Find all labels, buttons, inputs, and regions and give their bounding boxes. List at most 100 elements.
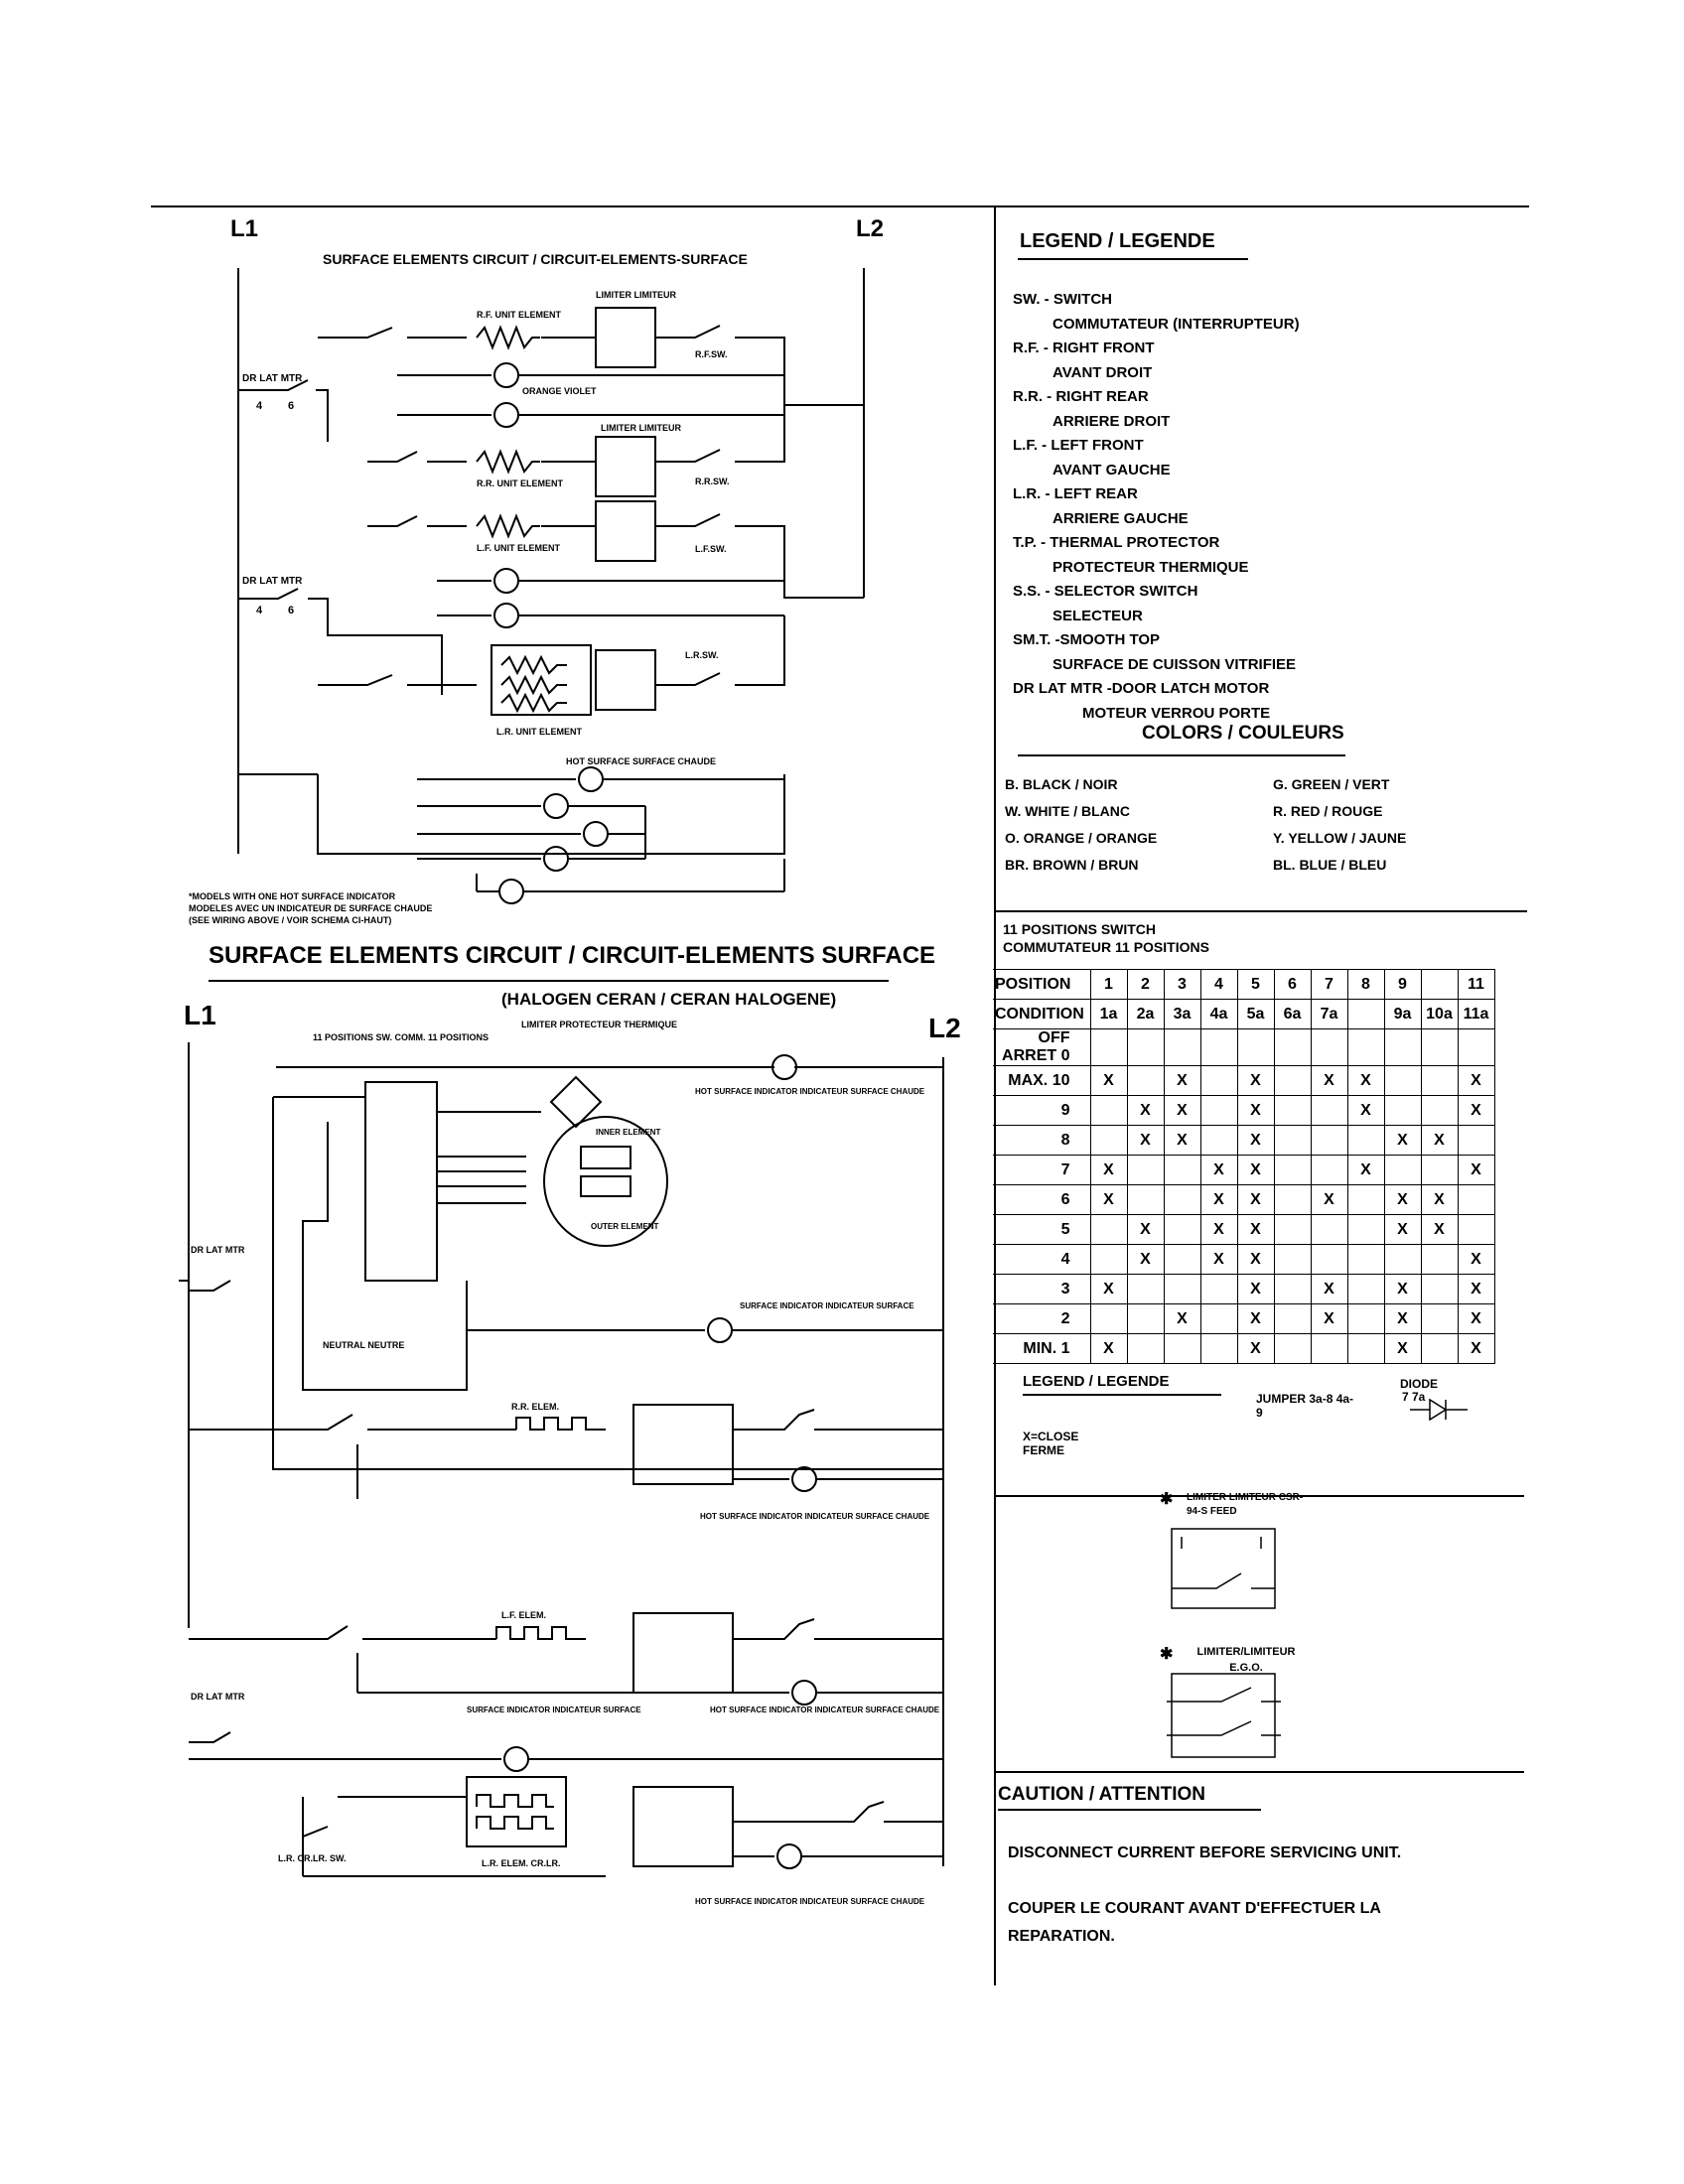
switch-table-cell [1383,1028,1422,1066]
switch-table-cell [1420,1333,1459,1364]
switch-table-cell [1420,969,1459,1000]
switch-table-cell [1126,1184,1165,1215]
switch-table-cell [1163,1184,1201,1215]
switch-table-cell [1310,1095,1348,1126]
switch-table-cell [1273,1214,1312,1245]
switch-table-cell [1310,1028,1348,1066]
switch-table-cell: 3a [1163,999,1201,1029]
switch-table-cell [1420,1274,1459,1304]
switch-table-cell [1457,1125,1495,1156]
hot-surface-label: HOT SURFACE SURFACE CHAUDE [566,756,716,766]
switch-table-cell [1346,1125,1385,1156]
switch-table-cell: X [1163,1095,1201,1126]
neutral-label: NEUTRAL NEUTRE [323,1340,404,1350]
switch-table-cell: X [1236,1065,1275,1096]
limiter-label-2: LIMITER LIMITEUR [601,423,681,433]
switch-table-cell: X [1457,1333,1495,1364]
rr-element-label-b: R.R. ELEM. [511,1402,559,1412]
legend-entry: R.F. - RIGHT FRONT [1013,340,1155,356]
legend-entry: R.R. - RIGHT REAR [1013,388,1149,405]
switch-table-cell [1273,1274,1312,1304]
switch-table-row-label: CONDITION [993,999,1091,1029]
switch-table-cell: X [1236,1095,1275,1126]
switch-table-cell: X [1310,1184,1348,1215]
switch-table-cell: X [1199,1214,1238,1245]
switch-table-cell: 3 [1163,969,1201,1000]
rr-element-label: R.R. UNIT ELEMENT [477,478,564,488]
switch-table-cell [1163,1214,1201,1245]
switch-table-cell: X [1236,1155,1275,1185]
switch-table-cell: X [1420,1214,1459,1245]
switch-table-cell: X [1236,1274,1275,1304]
switch-table-cell: 9 [1383,969,1422,1000]
legend-entry: SW. - SWITCH [1013,291,1112,308]
switch-table-cell: 6 [1273,969,1312,1000]
switch-table-row-label: POSITION [993,969,1091,1000]
switch-table-row-label: MIN. 1 [993,1333,1091,1364]
switch-table-cell: X [1310,1065,1348,1096]
asterisk-icon: ✱ [1160,1646,1174,1663]
switch-table-cell [1310,1244,1348,1275]
switch-table-row-label: MAX. 10 [993,1065,1091,1096]
switch-table-cell: X [1346,1095,1385,1126]
switch-table-cell [1089,1303,1128,1334]
dr-lat-mtr-label-3: DR LAT MTR [191,1245,245,1255]
switch-table-cell: 8 [1346,969,1385,1000]
switch-table-cell: X [1089,1184,1128,1215]
dr-lat-mtr-label-1: DR LAT MTR [242,373,303,384]
switch-table-cell [1199,1028,1238,1066]
switch-table-cell [1273,1184,1312,1215]
outer-element-label: OUTER ELEMENT [591,1222,659,1231]
table-legend-underline [1023,1394,1221,1396]
switch-table-cell: X [1163,1303,1201,1334]
switch-table-cell [1420,1028,1459,1066]
switch-table-cell [1346,1184,1385,1215]
switch-table-cell: X [1126,1095,1165,1126]
switch-table-cell: X [1126,1244,1165,1275]
legend-entry: S.S. - SELECTOR SWITCH [1013,583,1198,600]
switch-table-cell [1457,1214,1495,1245]
switch-table-cell: X [1310,1303,1348,1334]
switch-table-cell: X [1457,1155,1495,1185]
switch-table-cell [1310,1155,1348,1185]
color-entry: W. WHITE / BLANC [1005,803,1130,819]
switch-table-cell [1346,1214,1385,1245]
x-close-label: X=CLOSE FERME [1023,1430,1079,1457]
switch-table-cell: X [1383,1333,1422,1364]
switch-table-cell: X [1457,1274,1495,1304]
switch-table-cell: X [1457,1244,1495,1275]
hot-surface-indicator-label-3: HOT SURFACE INDICATOR INDICATEUR SURFACE… [710,1706,940,1714]
color-entry: G. GREEN / VERT [1273,776,1390,792]
switch-table-cell [1126,1303,1165,1334]
switch-table-cell: X [1126,1125,1165,1156]
switch-table-cell [1383,1095,1422,1126]
switch-table-cell [1273,1244,1312,1275]
dr-lat-mtr-label-4: DR LAT MTR [191,1692,245,1702]
caution-underline [998,1809,1261,1811]
colors-title: COLORS / COULEURS [1142,723,1344,744]
switch-table-row-label: 7 [993,1155,1091,1185]
pin-4-label-1: 4 [256,400,263,412]
switch-table-row-label: 8 [993,1125,1091,1156]
limiter-cs-label: LIMITER LIMITEUR CSR-94-S FEED [1187,1492,1304,1517]
positions-switch-label: 11 POSITIONS SW. COMM. 11 POSITIONS [313,1032,489,1042]
switch-table-cell: X [1236,1333,1275,1364]
caution-line-3: REPARATION. [1008,1928,1115,1945]
switch-table-cell [1273,1303,1312,1334]
legend-entry: T.P. - THERMAL PROTECTOR [1013,534,1220,551]
limiter-ego-label: LIMITER/LIMITEUR E.G.O. [1196,1646,1296,1674]
switch-table-cell: 11a [1457,999,1495,1029]
switch-table-cell: X [1236,1125,1275,1156]
legend-entry: PROTECTEUR THERMIQUE [1052,558,1249,576]
rr-switch-label: R.R.SW. [695,477,730,486]
color-entry: B. BLACK / NOIR [1005,776,1118,792]
color-entry: R. RED / ROUGE [1273,803,1383,819]
bottom-circuit-subtitle: (HALOGEN CERAN / CERAN HALOGENE) [501,990,836,1009]
switch-table-cell: X [1310,1274,1348,1304]
